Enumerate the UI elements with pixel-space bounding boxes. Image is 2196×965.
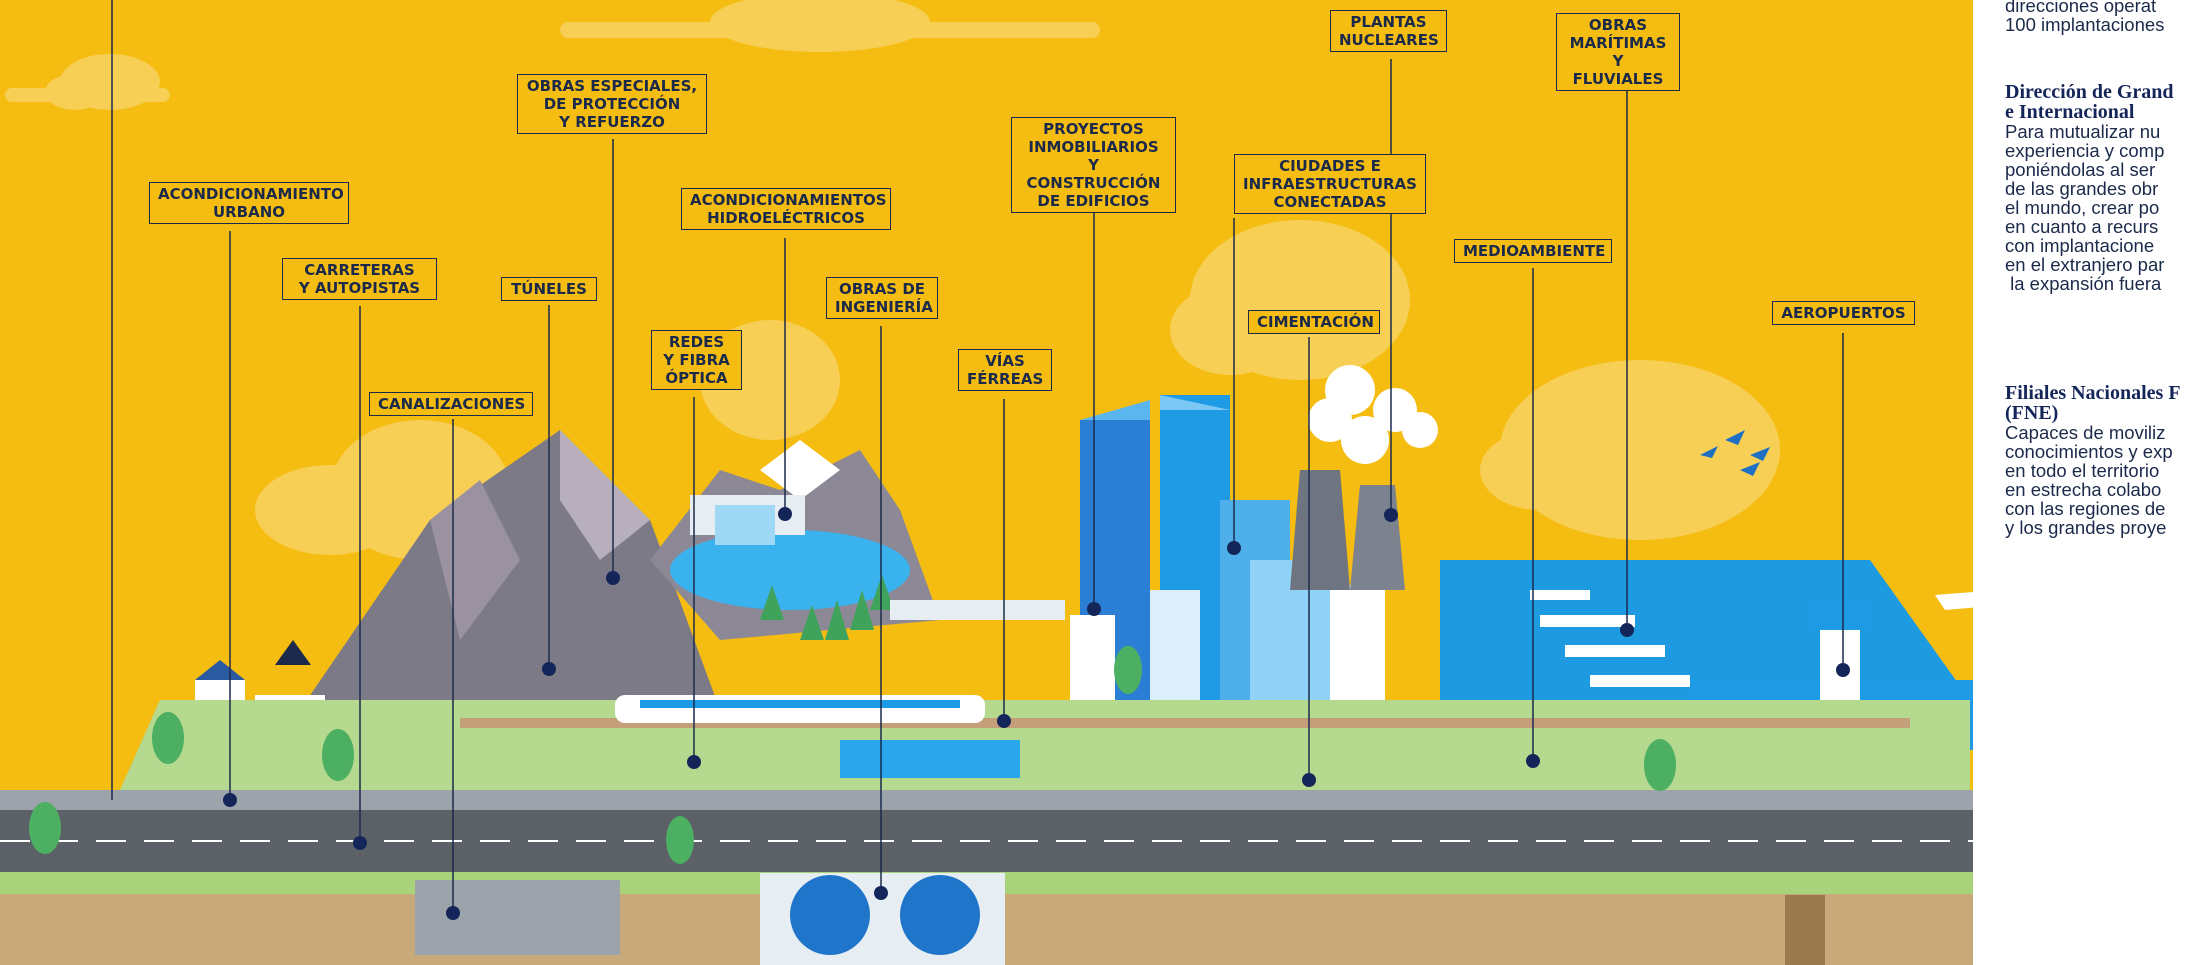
deciduous-trees (29, 646, 1676, 864)
intro-text: direcciones operat 100 implantaciones (2005, 0, 2165, 35)
dam-lake (670, 495, 910, 610)
label-obras-ingenieria: OBRAS DE INGENIERÍA (826, 277, 938, 319)
label-plantas-nucleares: PLANTAS NUCLEARES (1330, 10, 1447, 52)
conifer-trees (760, 575, 894, 640)
label-redes-fibra: REDES Y FIBRA ÓPTICA (651, 330, 742, 390)
label-medioambiente: MEDIOAMBIENTE (1454, 239, 1612, 263)
label-proyectos-inmobiliarios: PROYECTOS INMOBILIARIOS Y CONSTRUCCIÓN D… (1011, 117, 1176, 213)
viaduct (840, 600, 1065, 778)
section2-title: Filiales Nacionales F (FNE) (2005, 382, 2181, 424)
label-obras-maritimas: OBRAS MARÍTIMAS Y FLUVIALES (1556, 13, 1680, 91)
label-vias-ferreas: VÍAS FÉRREAS (958, 349, 1052, 391)
nuclear-plant (1290, 365, 1438, 590)
leader-dots (223, 507, 1850, 920)
label-tuneles: TÚNELES (501, 277, 597, 301)
label-obras-especiales: OBRAS ESPECIALES, DE PROTECCIÓN Y REFUER… (517, 74, 707, 134)
section2-body: Capaces de moviliz conocimientos y exp e… (2005, 422, 2173, 538)
side-text-panel: direcciones operat 100 implantaciones Di… (1973, 0, 2196, 965)
label-acondicionamiento-urbano: ACONDICIONAMIENTO URBANO (149, 182, 349, 224)
section1-title: Dirección de Grand e Internacional (2005, 81, 2174, 123)
label-canalizaciones: CANALIZACIONES (369, 392, 533, 416)
leader-lines (111, 0, 1844, 913)
label-carreteras: CARRETERAS Y AUTOPISTAS (282, 258, 437, 300)
infrastructure-illustration (0, 0, 1973, 965)
label-ciudades-conectadas: CIUDADES E INFRAESTRUCTURAS CONECTADAS (1234, 154, 1426, 214)
label-hidroelectricos: ACONDICIONAMIENTOS HIDROELÉCTRICOS (681, 188, 891, 230)
callout-labels: ACONDICIONAMIENTO URBANO CARRETERAS Y AU… (149, 10, 1915, 416)
label-aeropuertos: AEROPUERTOS (1772, 301, 1915, 325)
railway (460, 695, 1910, 728)
section1-body: Para mutualizar nu experiencia y comp po… (2005, 121, 2165, 294)
label-cimentacion: CIMENTACIÓN (1248, 310, 1380, 334)
clouds (5, 0, 1780, 560)
birds (1700, 430, 1770, 476)
